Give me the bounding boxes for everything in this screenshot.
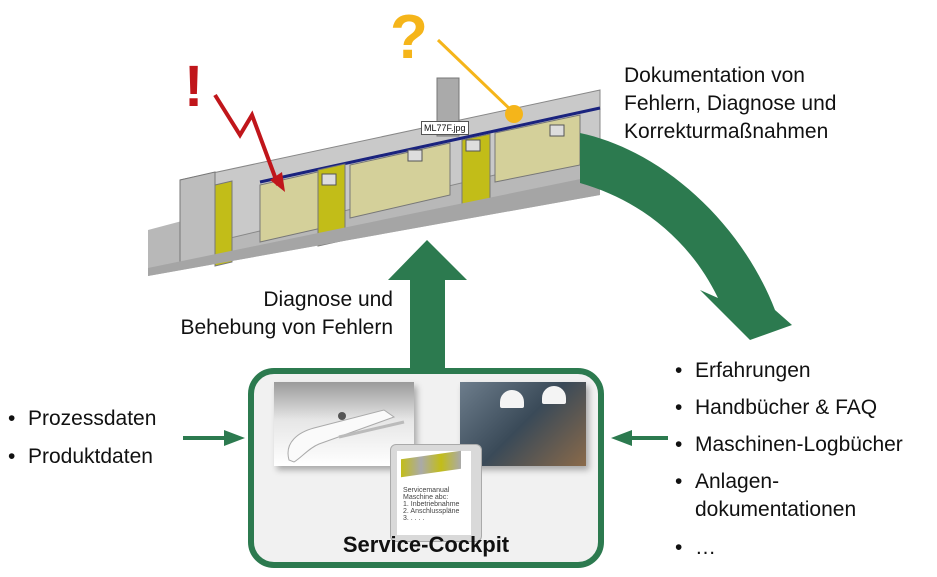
machine-thumbnail (401, 450, 461, 478)
diagnosis-line-2: Behebung von Fehlern (180, 316, 394, 339)
list-item-label: Handbücher & FAQ (695, 396, 878, 419)
diagnosis-label: Diagnose und Behebung von Fehlern (150, 286, 394, 342)
tablet-screen: Servicemanual Maschine abc: 1. Inbetrieb… (397, 450, 471, 535)
tablet-manual: Servicemanual Maschine abc: 1. Inbetrieb… (390, 444, 482, 542)
left-input-arrowhead (224, 430, 245, 446)
bullet-icon: • (675, 433, 683, 456)
service-cockpit-panel: Servicemanual Maschine abc: 1. Inbetrieb… (248, 368, 604, 568)
documentation-arrow (580, 133, 792, 340)
list-item: • Erfahrungen (675, 357, 811, 385)
diagnosis-arrow (388, 240, 467, 372)
smart-glasses-image (274, 382, 414, 466)
bullet-icon: • (675, 536, 683, 559)
list-item: • Handbücher & FAQ (675, 394, 877, 422)
glasses-icon (287, 409, 405, 463)
list-item: • Anlagen- dokumentationen (675, 468, 856, 524)
bullet-icon: • (675, 359, 683, 382)
manual-line: 2. Anschlusspläne (403, 508, 460, 515)
manual-text: Servicemanual Maschine abc: 1. Inbetrieb… (403, 487, 459, 522)
error-arrow (213, 93, 280, 186)
list-item-label: Erfahrungen (695, 359, 811, 382)
right-input-arrowhead (611, 430, 632, 446)
documentation-line-1: Dokumentation von (624, 64, 805, 87)
list-item-label: Maschinen-Logbücher (695, 433, 903, 456)
diagnosis-line-1: Diagnose und (263, 288, 393, 311)
cockpit-title: Service-Cockpit (342, 532, 510, 557)
list-item: • Produktdaten (8, 443, 153, 471)
question-mark-icon: ? (390, 3, 428, 72)
question-pointer-line (436, 38, 516, 115)
hard-hat-icon (542, 386, 566, 404)
manual-line: 1. Inbetriebnahme (403, 501, 460, 508)
hard-hat-icon (500, 390, 524, 408)
documentation-line-2: Fehlern, Diagnose und (624, 92, 837, 115)
list-item-label: Produktdaten (28, 445, 153, 468)
error-arrowhead (270, 172, 285, 192)
manual-line: 3. . . . . (403, 515, 425, 522)
error-exclamation-icon: ! (184, 54, 204, 119)
bullet-icon: • (8, 445, 16, 468)
production-line-image (148, 77, 601, 276)
list-item-label: Prozessdaten (28, 407, 157, 430)
manual-line: Servicemanual (403, 487, 450, 494)
manual-line: Maschine abc: (403, 494, 449, 501)
list-item: • Prozessdaten (8, 405, 156, 433)
file-label: ML77F.jpg (421, 121, 469, 135)
documentation-label: Dokumentation von Fehlern, Diagnose und … (624, 62, 836, 146)
engineers-photo (460, 382, 586, 466)
list-item: •… (675, 534, 716, 562)
bullet-icon: • (8, 407, 16, 430)
list-item: • Maschinen-Logbücher (675, 431, 903, 459)
bullet-icon: • (675, 396, 683, 419)
question-pointer-dot (505, 105, 523, 123)
list-item-label: … (695, 536, 716, 559)
documentation-line-3: Korrekturmaßnahmen (624, 120, 829, 143)
list-item-label: Anlagen- dokumentationen (695, 470, 857, 521)
bullet-icon: • (675, 470, 683, 493)
